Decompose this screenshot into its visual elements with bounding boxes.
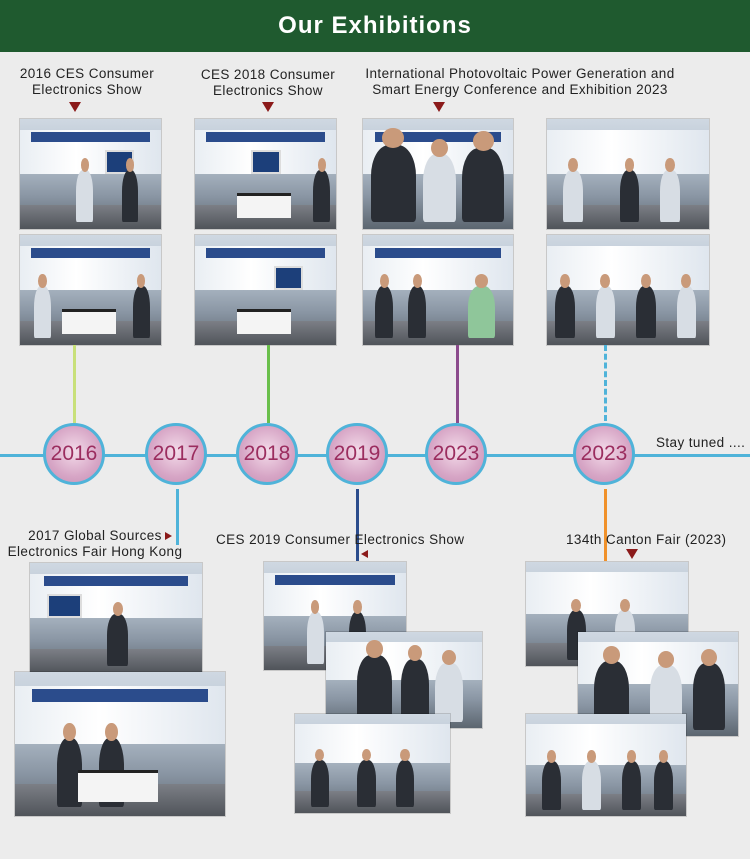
caption-canton-2023: 134th Canton Fair (2023) [566, 532, 736, 548]
year-circle-2019: 2019 [326, 423, 388, 485]
arrow-ces-2019-icon [361, 550, 368, 558]
caption-ces-2016-line2: Electronics Show [32, 82, 142, 97]
photo-ces-2016-b [20, 235, 161, 345]
caption-ces-2019: CES 2019 Consumer Electronics Show [216, 532, 476, 548]
year-circle-2016: 2016 [43, 423, 105, 485]
arrow-global-2017-icon [165, 532, 172, 540]
connector-2016 [73, 345, 76, 423]
caption-pv-2023: International Photovoltaic Power Generat… [345, 66, 695, 98]
arrow-ces-2018-icon [262, 102, 274, 112]
caption-ces-2019-line1: CES 2019 Consumer Electronics Show [216, 532, 465, 547]
caption-pv-2023-line2: Smart Energy Conference and Exhibition 2… [372, 82, 668, 97]
photo-ces-2019-c [295, 714, 450, 813]
photo-global-2017-a [30, 563, 202, 673]
caption-ces-2016: 2016 CES Consumer Electronics Show [12, 66, 162, 98]
photo-ces-2018-b [195, 235, 336, 345]
photo-canton-2023-c [526, 714, 686, 816]
photo-pv-2023-d [547, 235, 709, 345]
arrow-pv-2023-icon [433, 102, 445, 112]
photo-pv-2023-c [547, 119, 709, 229]
connector-2017 [176, 489, 179, 545]
year-circle-2023-b: 2023 [573, 423, 635, 485]
connector-2023-a [456, 345, 459, 423]
caption-ces-2018-line1: CES 2018 Consumer [200, 67, 336, 82]
connector-2023-b [604, 345, 607, 421]
photo-ces-2019-b [326, 632, 482, 728]
photo-ces-2016-a [20, 119, 161, 229]
caption-ces-2018-line2: Electronics Show [213, 83, 323, 98]
caption-global-2017-line2: Electronics Fair Hong Kong [7, 544, 183, 559]
photo-pv-2023-a [363, 119, 513, 229]
arrow-ces-2016-icon [69, 102, 81, 112]
connector-2018 [267, 345, 270, 423]
caption-global-2017-line1: 2017 Global Sources [28, 528, 162, 543]
arrow-canton-2023-icon [626, 549, 638, 559]
caption-canton-2023-line1: 134th Canton Fair (2023) [566, 532, 727, 547]
photo-ces-2018-a [195, 119, 336, 229]
connector-2019 [356, 489, 359, 561]
year-circle-2017: 2017 [145, 423, 207, 485]
caption-pv-2023-line1: International Photovoltaic Power Generat… [365, 66, 675, 81]
caption-global-2017: 2017 Global Sources Electronics Fair Hon… [2, 528, 188, 560]
photo-global-2017-b [15, 672, 225, 816]
caption-ces-2016-line1: 2016 CES Consumer [19, 66, 155, 81]
page-title: Our Exhibitions [0, 0, 750, 52]
caption-ces-2018: CES 2018 Consumer Electronics Show [193, 67, 343, 99]
connector-2023-c [604, 489, 607, 561]
year-circle-2018: 2018 [236, 423, 298, 485]
stay-tuned-label: Stay tuned .... [656, 435, 746, 450]
year-circle-2023-a: 2023 [425, 423, 487, 485]
photo-pv-2023-b [363, 235, 513, 345]
